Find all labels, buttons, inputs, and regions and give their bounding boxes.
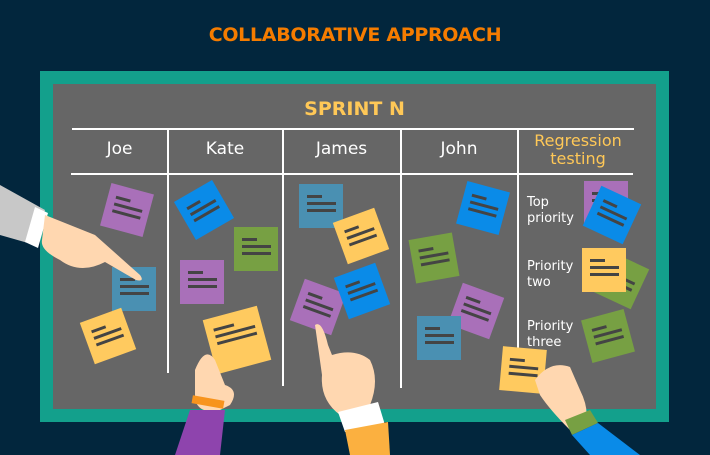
sticky-note[interactable] bbox=[408, 232, 460, 284]
column-divider bbox=[282, 128, 284, 386]
page-title: COLLABORATIVE APPROACH bbox=[208, 24, 502, 46]
sticky-note[interactable] bbox=[417, 316, 461, 360]
column-john: John bbox=[440, 139, 478, 159]
priority-three: Priority three bbox=[527, 319, 574, 350]
column-divider bbox=[167, 128, 169, 373]
sticky-note[interactable] bbox=[582, 248, 626, 292]
sticky-note[interactable] bbox=[180, 260, 224, 304]
hand-holding-note bbox=[175, 354, 234, 455]
header-bottom-divider bbox=[71, 173, 633, 175]
sticky-note[interactable] bbox=[234, 227, 278, 271]
pointing-hand-center bbox=[315, 324, 390, 455]
column-james: James bbox=[315, 139, 368, 159]
column-divider bbox=[517, 128, 519, 350]
header-top-divider bbox=[72, 128, 634, 130]
sprint-heading: SPRINT N bbox=[304, 98, 405, 120]
pointing-hand-left bbox=[0, 185, 142, 281]
column-kate: Kate bbox=[205, 139, 245, 159]
column-divider bbox=[400, 128, 402, 388]
column-regression-testing: Regression testing bbox=[534, 131, 622, 168]
column-joe: Joe bbox=[106, 139, 133, 159]
hand-holding-note-right bbox=[535, 365, 640, 455]
priority-top: Top priority bbox=[527, 195, 574, 226]
priority-two: Priority two bbox=[527, 259, 574, 290]
